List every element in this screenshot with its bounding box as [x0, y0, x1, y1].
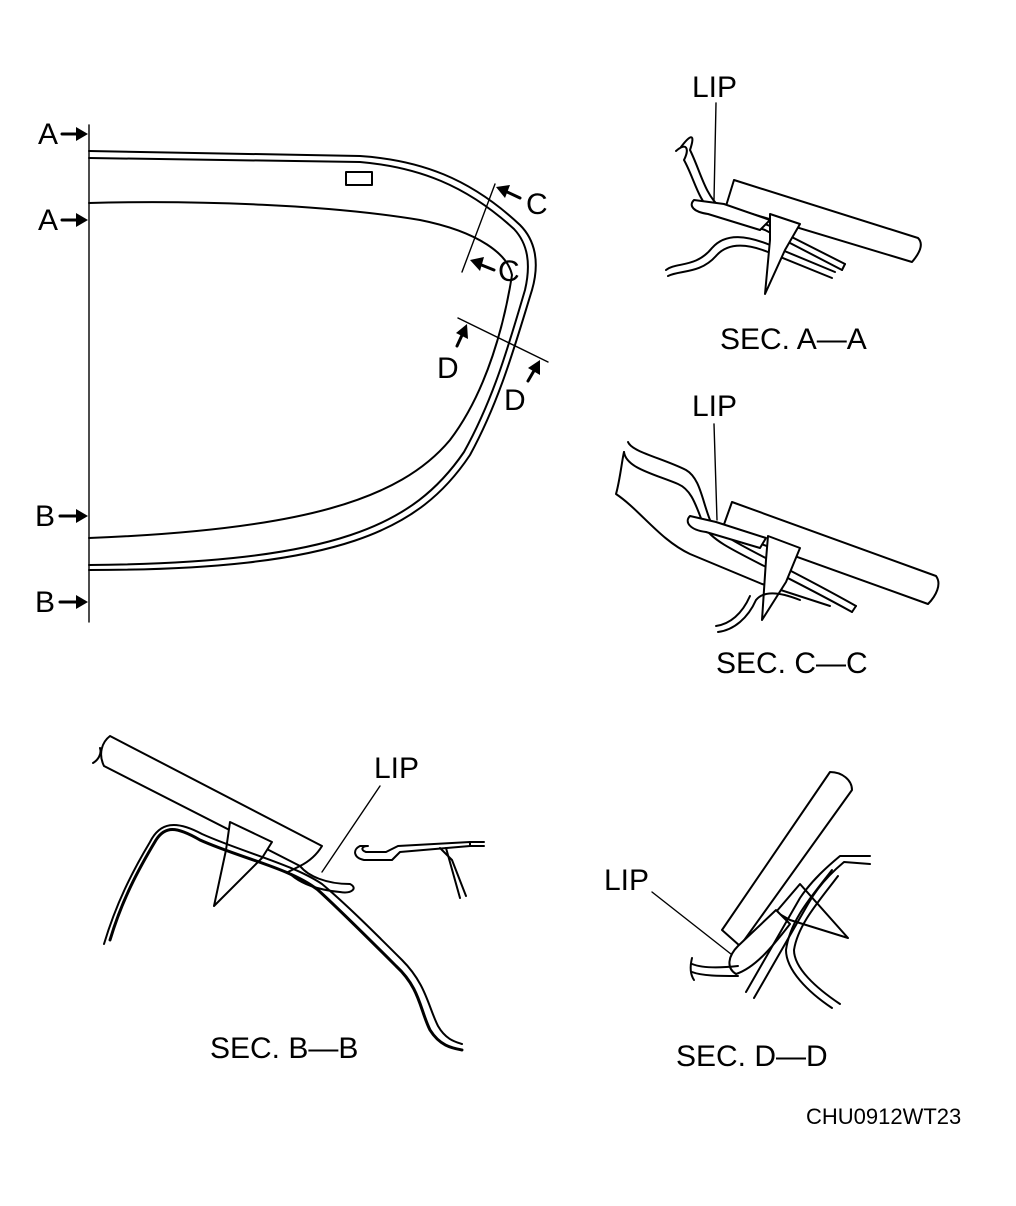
- section-b-b-body-panel: [108, 828, 464, 1052]
- section-d-d-glass: [721, 771, 853, 947]
- mark-b-top-label: B: [35, 500, 55, 533]
- section-c-c-clip: [761, 535, 801, 621]
- mark-b-bottom: B: [35, 586, 88, 619]
- section-c-c-caption: SEC. C—C: [716, 647, 868, 680]
- mark-b-bottom-label: B: [35, 586, 55, 619]
- section-a-a-flange: [665, 236, 836, 273]
- section-d-d-molding: [728, 909, 791, 975]
- mark-c-outer: C: [496, 185, 548, 221]
- mark-b-top: B: [35, 500, 88, 533]
- section-b-b-lip-leader: [321, 785, 381, 873]
- main-glass-view: A A B B C C: [35, 118, 549, 623]
- glass-outer-edge-inner: [88, 157, 529, 566]
- mark-d-inner-label: D: [437, 352, 459, 385]
- section-b-b: LIP: [92, 735, 485, 1052]
- mark-c-outer-label: C: [526, 188, 548, 221]
- section-b-b-caption: SEC. B—B: [210, 1032, 358, 1065]
- section-c-c-lip-label: LIP: [692, 390, 737, 423]
- section-d-d-body-panel: [745, 855, 871, 993]
- mark-c-inner: C: [470, 255, 520, 288]
- section-d-d-lip-label: LIP: [604, 864, 649, 897]
- section-a-a: LIP: [665, 71, 922, 295]
- reference-code: CHU0912WT23: [806, 1104, 961, 1129]
- glass-mark-rect: [345, 171, 373, 186]
- section-d-d: LIP: [604, 771, 871, 1009]
- mark-c-inner-label: C: [498, 255, 520, 288]
- section-a-a-glass: [725, 179, 922, 263]
- section-line-d: [457, 317, 549, 363]
- mark-d-outer: D: [504, 360, 540, 417]
- section-b-b-lip-label: LIP: [374, 752, 419, 785]
- section-a-a-lip-leader: [713, 102, 717, 201]
- section-b-b-molding-detail: [354, 841, 471, 861]
- section-b-b-molding: [287, 865, 355, 894]
- section-c-c-glass: [721, 501, 940, 605]
- section-a-a-lip-label: LIP: [692, 71, 737, 104]
- section-a-a-clip: [764, 213, 801, 295]
- mark-d-outer-label: D: [504, 384, 526, 417]
- mark-a-bottom-label: A: [38, 204, 58, 237]
- section-b-b-glass: [100, 735, 323, 867]
- section-b-b-clip: [213, 821, 273, 907]
- section-a-a-caption: SEC. A—A: [720, 323, 867, 356]
- mark-a-top: A: [38, 118, 88, 151]
- section-c-c-molding: [686, 515, 767, 549]
- mark-a-top-label: A: [38, 118, 58, 151]
- section-line-c: [461, 183, 496, 273]
- mark-d-inner: D: [437, 324, 468, 385]
- section-c-c-flange: [717, 592, 801, 633]
- section-c-c-lip-leader: [713, 423, 718, 521]
- glass-outer-edge: [88, 150, 537, 571]
- section-a-a-molding: [690, 199, 771, 231]
- section-d-d-caption: SEC. D—D: [676, 1040, 828, 1073]
- mark-a-bottom: A: [38, 204, 88, 237]
- section-c-c: LIP: [615, 390, 940, 633]
- section-d-d-lip-leader: [651, 891, 737, 959]
- glass-inner-boundary: [88, 201, 513, 539]
